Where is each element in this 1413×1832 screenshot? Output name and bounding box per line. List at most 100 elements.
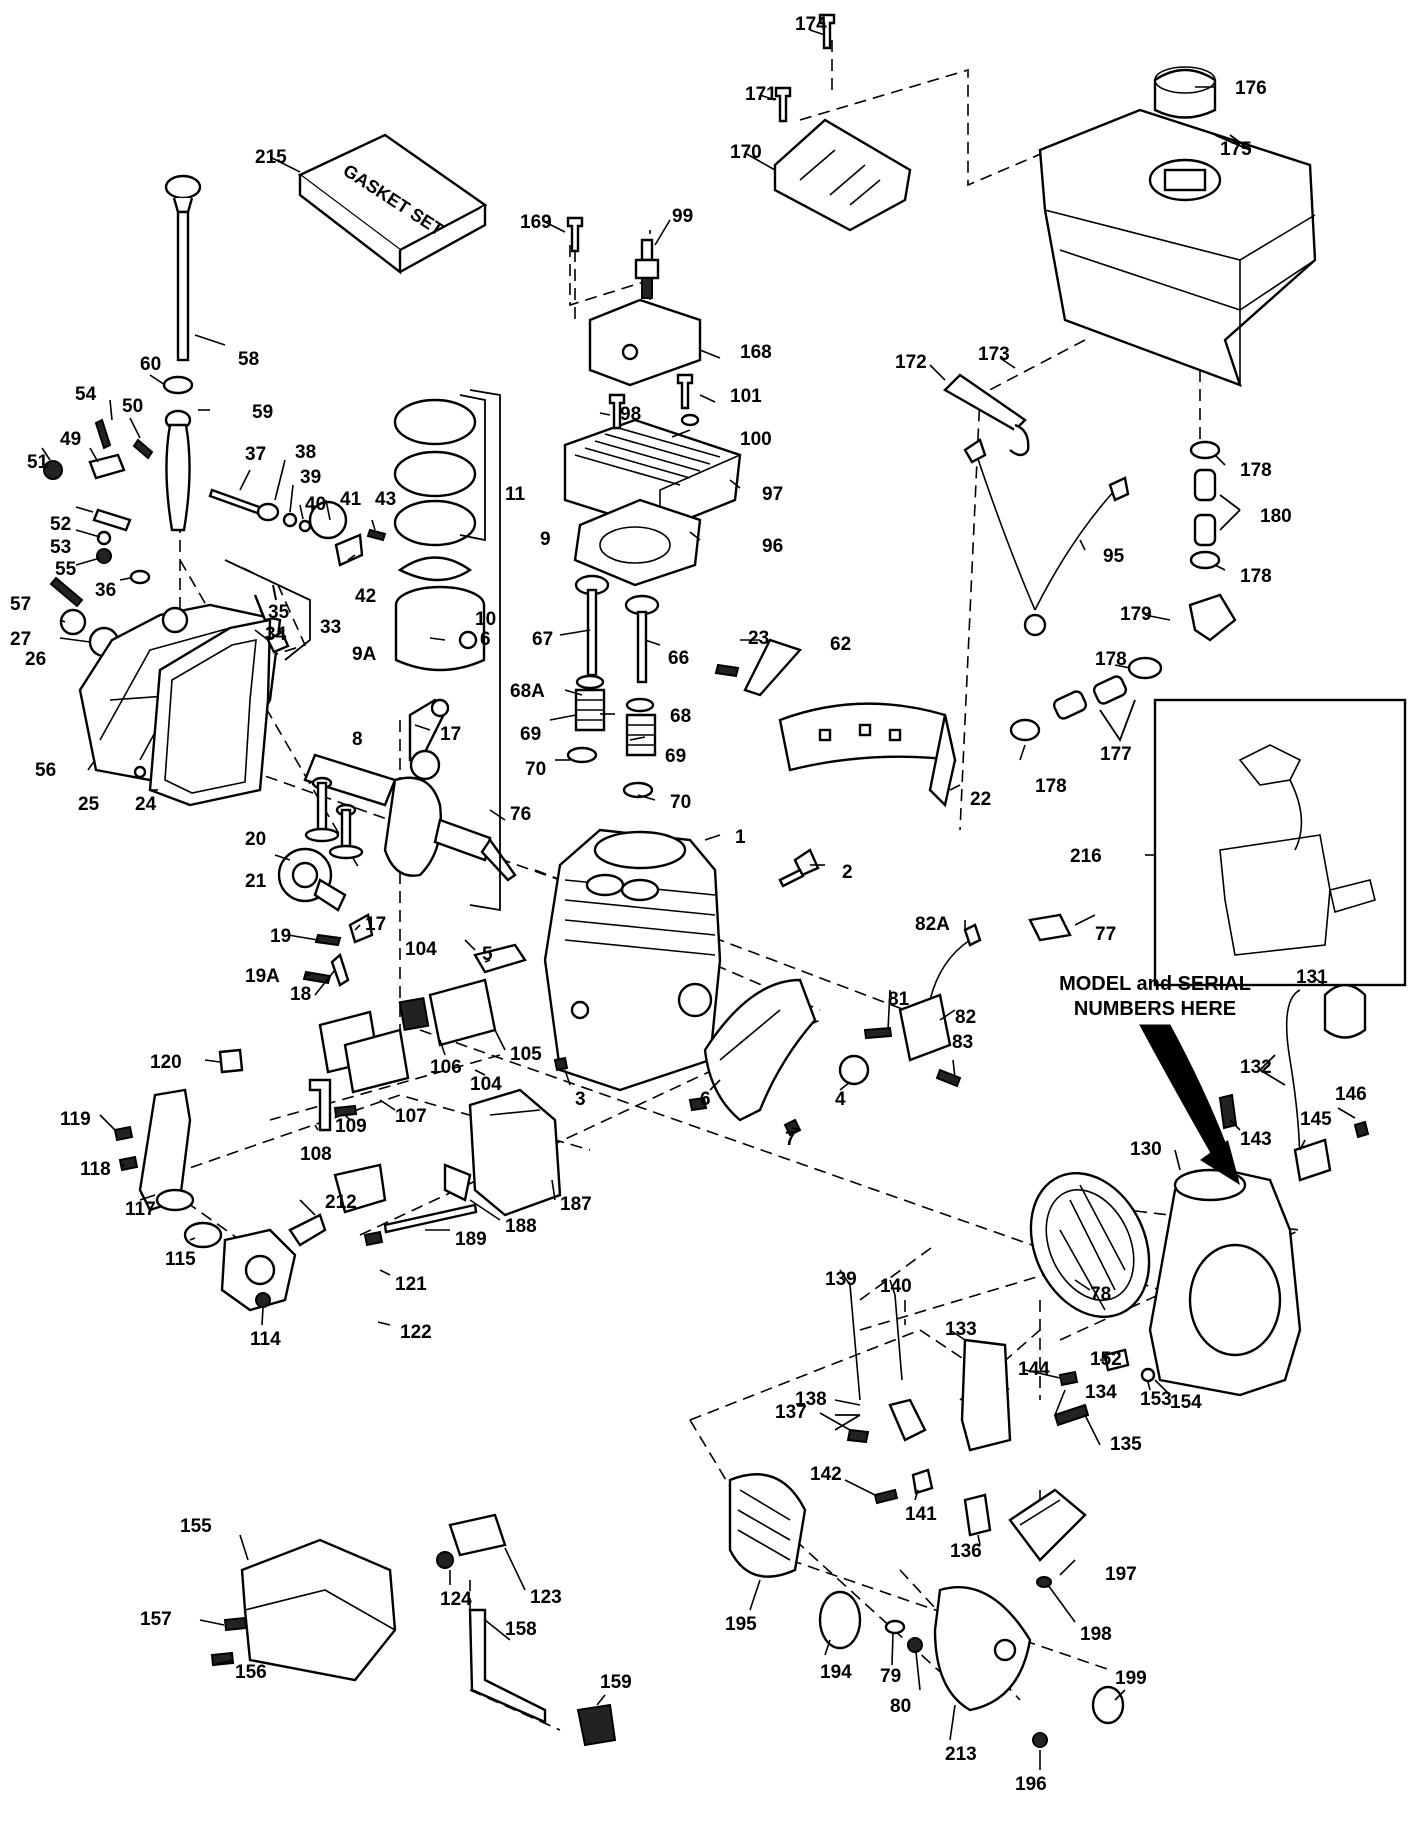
- part-label-158: 158: [505, 1619, 537, 1640]
- part-label-57: 57: [10, 594, 31, 615]
- part-label-98: 98: [620, 404, 641, 425]
- part-label-50: 50: [122, 396, 143, 417]
- part-label-37: 37: [245, 444, 266, 465]
- part-label-132: 132: [1240, 1057, 1272, 1078]
- part-label-43: 43: [375, 489, 396, 510]
- part-label-123: 123: [530, 1587, 562, 1608]
- part-label-153: 153: [1140, 1389, 1172, 1410]
- part-label-109: 109: [335, 1116, 367, 1137]
- part-label-20: 20: [245, 829, 266, 850]
- part-label-97: 97: [762, 484, 783, 505]
- part-label-96: 96: [762, 536, 783, 557]
- note-line-2: NUMBERS HERE: [1074, 998, 1236, 1020]
- part-label-4: 4: [835, 1089, 846, 1110]
- part-label-83: 83: [952, 1032, 973, 1053]
- part-label-108: 108: [300, 1144, 332, 1165]
- part-label-157: 157: [140, 1609, 172, 1630]
- part-label-119: 119: [60, 1109, 91, 1130]
- cylinder-shield: [588, 298, 702, 387]
- part-label-170: 170: [730, 142, 762, 163]
- part-label-17b: 17: [365, 914, 386, 935]
- part-label-176: 176: [1235, 78, 1267, 99]
- part-label-41: 41: [340, 489, 362, 510]
- part-label-104b: 104: [470, 1074, 502, 1095]
- part-label-55: 55: [55, 559, 77, 580]
- part-label-67: 67: [532, 629, 553, 650]
- part-label-215: 215: [255, 147, 287, 168]
- piston: [394, 585, 486, 672]
- part-label-34: 34: [265, 624, 287, 645]
- fuel-tank: [1038, 108, 1317, 387]
- part-label-100: 100: [740, 429, 772, 450]
- governor-hardware: [43, 418, 154, 658]
- fuel-line: [1009, 440, 1237, 742]
- part-label-104a: 104: [405, 939, 437, 960]
- part-label-2: 2: [842, 862, 853, 883]
- part-label-195: 195: [725, 1614, 757, 1635]
- head-bolts: [608, 373, 700, 430]
- spark-plug: [634, 238, 660, 299]
- part-label-22: 22: [970, 789, 991, 810]
- part-label-198: 198: [1080, 1624, 1112, 1645]
- part-label-81: 81: [888, 989, 910, 1010]
- part-label-120: 120: [150, 1052, 182, 1073]
- part-label-80: 80: [890, 1696, 911, 1717]
- part-label-54: 54: [75, 384, 97, 405]
- part-label-131: 131: [1296, 967, 1328, 988]
- part-label-144: 144: [1018, 1359, 1050, 1380]
- part-label-124: 124: [440, 1589, 472, 1610]
- part-label-69a: 69: [520, 724, 541, 745]
- part-label-9: 9: [540, 529, 551, 550]
- breather-group: [308, 943, 569, 1132]
- part-label-117: 117: [125, 1199, 156, 1220]
- part-label-140: 140: [880, 1276, 912, 1297]
- ignition-module: [863, 923, 982, 1088]
- part-label-82A: 82A: [915, 914, 950, 935]
- part-label-178b: 178: [1240, 566, 1272, 587]
- part-label-19: 19: [270, 926, 291, 947]
- part-label-33: 33: [320, 617, 341, 638]
- part-label-70a: 70: [525, 759, 546, 780]
- rewind-starter: [728, 1473, 1125, 1748]
- governor-parts: [302, 913, 374, 987]
- part-label-152: 152: [1090, 1349, 1122, 1370]
- part-label-52: 52: [50, 514, 71, 535]
- part-label-114: 114: [250, 1329, 281, 1350]
- part-label-66: 66: [668, 648, 689, 669]
- model-serial-note: MODEL and SERIAL NUMBERS HERE: [1059, 973, 1251, 1185]
- tank-screws: [566, 13, 836, 253]
- part-label-121: 121: [395, 1274, 427, 1295]
- part-label-199: 199: [1115, 1668, 1147, 1689]
- part-label-197: 197: [1105, 1564, 1137, 1585]
- part-label-136: 136: [950, 1541, 982, 1562]
- part-label-189: 189: [455, 1229, 487, 1250]
- part-label-180: 180: [1260, 506, 1292, 527]
- choke-lever: [468, 1608, 617, 1747]
- part-label-134: 134: [1085, 1382, 1117, 1403]
- stop-switch-wire: [943, 373, 1130, 637]
- cylinder-head: [563, 418, 742, 532]
- part-label-168: 168: [740, 342, 772, 363]
- head-gasket: [573, 498, 702, 587]
- part-label-135: 135: [1110, 1434, 1142, 1455]
- part-label-77: 77: [1095, 924, 1116, 945]
- part-label-21: 21: [245, 871, 267, 892]
- dipstick: [164, 174, 202, 362]
- part-label-7: 7: [785, 1129, 796, 1150]
- part-label-107: 107: [395, 1106, 427, 1127]
- part-label-105: 105: [510, 1044, 542, 1065]
- flywheel: [1029, 1171, 1151, 1319]
- bolt-2: [778, 848, 820, 888]
- part-label-26: 26: [25, 649, 46, 670]
- muffler: [468, 1088, 562, 1217]
- tank-bracket: [773, 118, 912, 232]
- part-label-10: 10: [475, 609, 496, 630]
- cam-gear: [277, 847, 347, 912]
- part-label-106: 106: [430, 1057, 462, 1078]
- misc-bolts: [113, 1104, 384, 1308]
- part-label-188: 188: [505, 1216, 537, 1237]
- blower-housing: [1148, 1168, 1302, 1397]
- part-label-95: 95: [1103, 546, 1125, 567]
